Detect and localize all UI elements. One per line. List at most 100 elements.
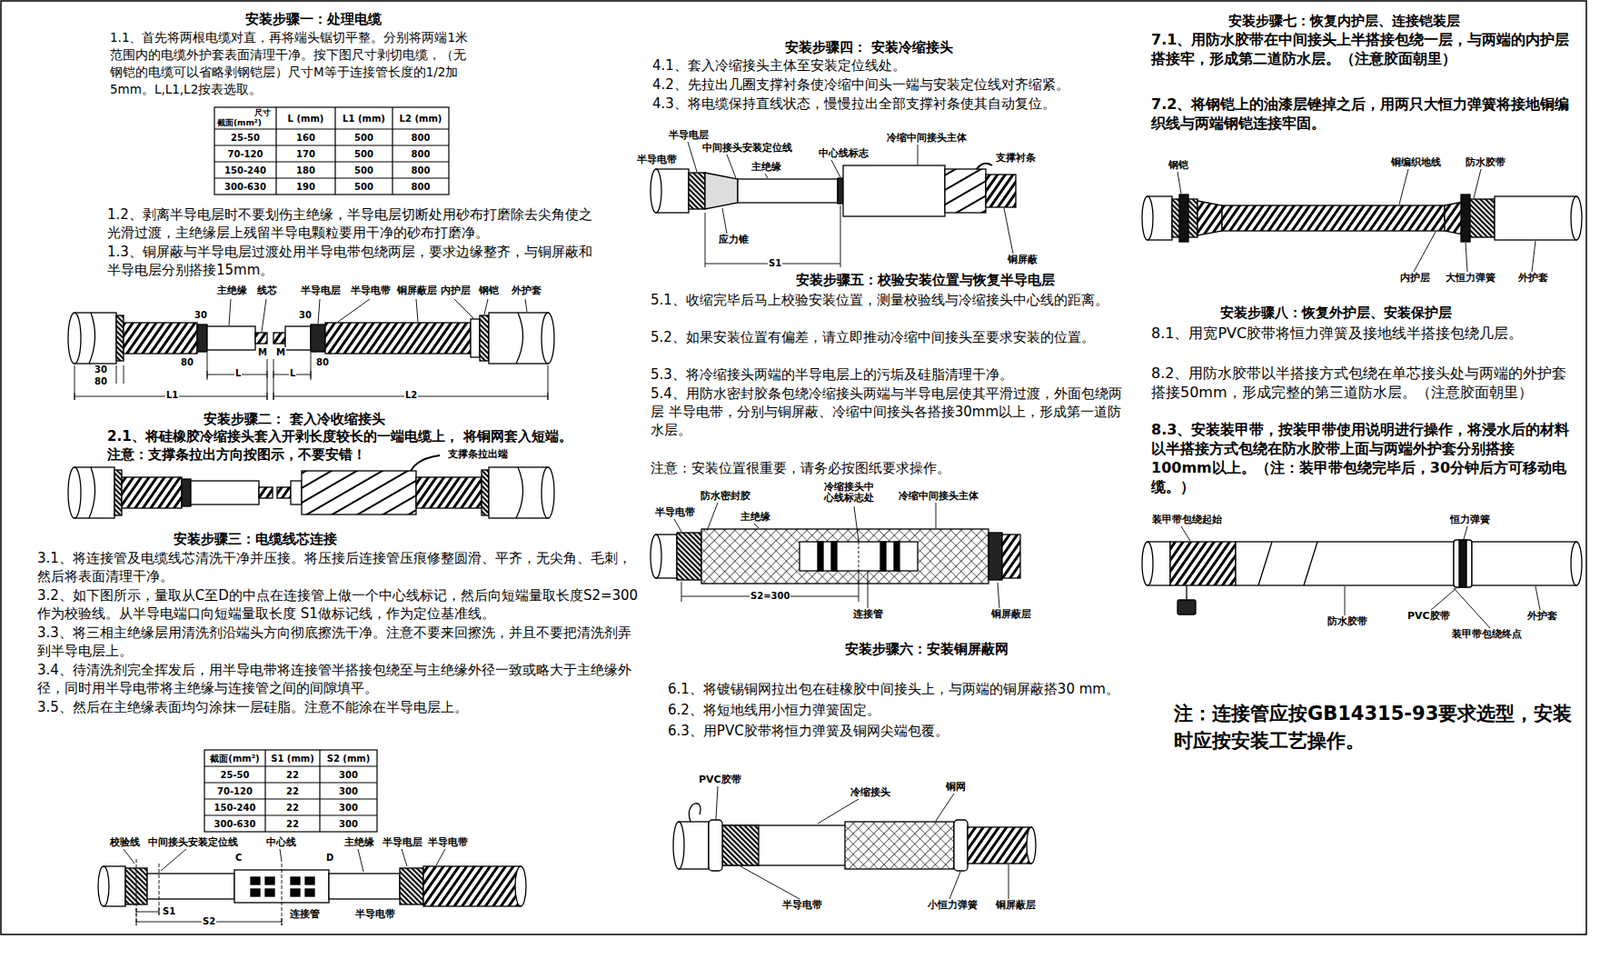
part-label: 装甲带包绕起始 [1151,514,1223,526]
part-label: 半导电带 [636,154,678,166]
table-cell: S2 (mm) [319,753,378,764]
step-heading: 安装步骤四： 安装冷缩接头 [785,39,954,57]
part-label: 主绝缘 [739,511,772,523]
table-cell: 22 [265,769,320,780]
part-label: 冷缩接头 [849,786,892,798]
part-label: 支撑衬条 [994,152,1037,164]
leader-lines [123,848,446,925]
table-cell: 170 [276,149,336,160]
part-label: 钢铠 [477,285,500,297]
table-cell: 22 [265,818,320,829]
instruction-text: 8.1、用宽PVC胶带将恒力弹簧及接地线半搭接包绕几层。 [1151,323,1574,343]
dimension-label: M [275,347,287,358]
part-label: 铜屏蔽层 [396,285,438,297]
part-label: 铜屏蔽层 [990,608,1033,620]
part-label: 外护套 [1526,610,1559,622]
table-cell: 22 [265,802,320,813]
table-cell: 190 [276,181,336,192]
step-heading: 安装步骤五：校验安装位置与恢复半导电层 [795,271,1055,289]
instruction-text: 3.2、如下图所示，量取从C至D的中点在连接管上做一个中心线标记，然后向短端量取… [37,586,642,623]
table-cell: 300 [319,802,378,813]
part-label: 主绝缘 [216,285,249,297]
part-label: 中心线 [265,836,298,848]
instruction-text: 4.1、套入冷缩接头主体至安装定位线处。 [652,56,906,75]
instruction-text: 7.1、用防水胶带在中间接头上半搭接包绕一层，与两端的内护层搭接牢，形成第二道防… [1151,29,1574,69]
table-cell: 160 [276,132,336,143]
table-cell: 800 [392,132,449,143]
part-label: 中心线标志 [817,148,870,160]
table-cell: 800 [392,181,449,192]
part-label: 半导电层 [299,285,342,297]
table-cell: 300-630 [204,818,266,829]
dimension-label: S2=300 [749,590,791,601]
part-label: 应力锥 [717,234,750,246]
table-cell: 300 [319,818,378,829]
part-label: 半导电带 [781,899,824,911]
dimension-label: M [257,347,269,358]
cable-figure [98,865,527,906]
cable-figure [68,312,555,364]
instruction-text: 5.4、用防水密封胶条包绕冷缩接头两端与半导电层使其平滑过渡，外面包绕两层 半导… [650,384,1128,439]
instruction-text: 1.2、剥离半导电层时不要划伤主绝缘，半导电层切断处用砂布打磨除去尖角使之光滑过… [107,205,594,242]
part-label: 冷缩接头中心线标志处 [823,481,880,504]
instruction-text: 6.1、将镀锡铜网拉出包在硅橡胶中间接头上，与两端的铜屏蔽搭30 mm。 [667,679,1120,698]
dimension-label: 30 [193,309,209,320]
instruction-text: 3.1、将连接管及电缆线芯清洗干净并压接。将压接后连接管压痕修整圆滑、平齐，无尖… [37,548,642,586]
dimension-label: 30 [298,309,313,320]
part-label: 支撑条拉出端 [447,448,509,460]
part-label: 中间接头安装定位线 [701,142,794,154]
leader-lines [674,502,1000,608]
step-heading: 安装步骤一：处理电缆 [245,10,382,29]
leader-lines [1181,526,1541,628]
part-label: 冷缩中间接头主体 [897,490,980,502]
table-cell: 300 [319,785,378,796]
part-label: 装甲带包绕终点 [1450,628,1523,640]
part-label: 防水密封胶 [699,490,752,502]
part-label: 半导电带 [654,506,696,518]
part-label: 内护层 [1399,272,1432,284]
dimension-label: L2 [404,389,418,400]
instruction-text: 1.1、首先将两根电缆对直，再将端头锯切平整。分别将两端1米范围内的电缆外护套表… [109,29,474,99]
part-label: 连接管 [288,908,321,920]
table-cell: 25-50 [204,769,266,780]
step-heading: 安装步骤七：恢复内护层、连接铠装层 [1228,12,1461,30]
table-cell: 25-50 [214,132,277,143]
joint-figure [650,163,1016,217]
table-cell: 截面(mm²) [217,118,262,128]
instruction-text: 8.2、用防水胶带以半搭接方式包绕在单芯接头处与两端的外护套搭接50mm，形成完… [1151,363,1574,402]
part-label: PVC胶带 [1406,610,1451,622]
instruction-text: 3.5、然后在主绝缘表面均匀涂抹一层硅脂。注意不能涂在半导电层上。 [37,697,642,716]
dimension-label: 80 [93,376,109,387]
part-label: 铜网 [944,781,967,793]
table-cell: 150-240 [214,165,277,176]
part-label: 外护套 [1517,272,1550,284]
instruction-text: 5.2、如果安装位置有偏差，请立即推动冷缩中间接头至要求安装的位置。 [650,327,1128,347]
part-label: 中间接头安装定位线 [147,836,239,848]
part-label: 防水胶带 [1464,157,1507,169]
part-label: 主绝缘 [750,161,783,173]
armor-figure [1142,539,1582,615]
table-cell: 300-630 [214,181,277,192]
instruction-text: 6.2、将短地线用小恒力弹簧固定。 [667,700,881,719]
leader-lines [74,298,548,400]
instruction-text: 2.1、将硅橡胶冷缩接头套入开剥长度较长的一端电缆上， 将铜网套入短端。 [107,427,573,446]
instruction-text: 7.2、将钢铠上的油漆层锉掉之后，用两只大恒力弹簧将接地铜编织线与两端钢铠连接牢… [1151,94,1574,133]
part-label: 主绝缘 [343,836,376,848]
part-label: 半导电层 [667,129,710,141]
part-label: 连接管 [852,608,885,620]
table-cell: 22 [265,785,320,796]
part-label: 内护层 [439,285,472,297]
part-label: 线芯 [256,285,279,297]
leader-lines [715,785,1009,899]
instruction-text: 1.3、铜屏蔽与半导电层过渡处用半导电带包绕两层，要求边缘整齐，与铜屏蔽和半导电… [107,242,594,279]
instruction-text: 注意：支撑条拉出方向按图示，不要安错！ [107,445,367,464]
dimension-label: S1 [161,905,177,916]
table-cell: 尺寸 [254,108,271,118]
table-cell: 300 [319,769,378,780]
step-heading: 安装步骤八：恢复外护层、安装保护层 [1220,304,1452,322]
table-cell: L2 (mm) [392,113,449,124]
table-cell: 500 [335,132,393,143]
part-label: 铜编织地线 [1390,157,1442,169]
part-label: 防水胶带 [1326,616,1369,627]
